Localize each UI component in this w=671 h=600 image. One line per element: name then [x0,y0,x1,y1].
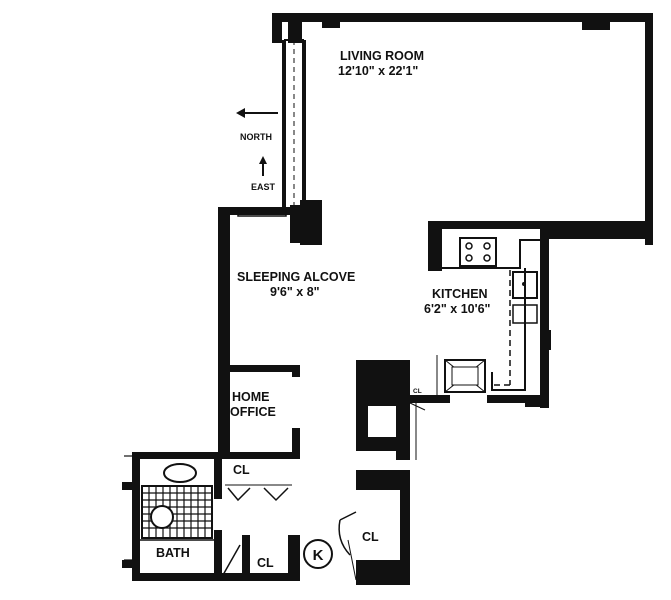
compass-east-label: EAST [251,182,276,192]
kitchen-dims: 6'2" x 10'6" [424,302,491,316]
closet-doors [222,402,426,581]
outer-dashes [124,455,132,561]
sleeping-alcove-label: SLEEPING ALCOVE [237,270,355,284]
closet-label-hall: CL [362,530,379,544]
kitchen-marker-label: K [313,547,324,564]
closet-label-bath: CL [257,556,274,570]
arrow-left-icon [236,108,278,118]
bath-fixtures [140,463,214,541]
home-office-label-line1: HOME [232,390,270,404]
arrow-up-icon [259,156,267,176]
kitchen-label: KITCHEN [432,287,488,301]
home-office-label-line2: OFFICE [230,405,276,419]
closet-label-small: CL [413,388,422,395]
kitchen-marker: K [303,539,333,569]
compass: NORTH EAST [236,108,278,192]
sleeping-alcove-dims: 9'6" x 8" [270,285,320,299]
closet-label-office: CL [233,463,250,477]
living-room-label: LIVING ROOM [340,49,424,63]
compass-north-label: NORTH [240,132,272,142]
window-living-room [282,39,306,209]
walls [122,13,653,585]
window-alcove [237,208,287,217]
living-room-dims: 12'10" x 22'1" [338,64,418,78]
kitchen-fixtures [436,237,551,395]
bath-label: BATH [156,546,190,560]
